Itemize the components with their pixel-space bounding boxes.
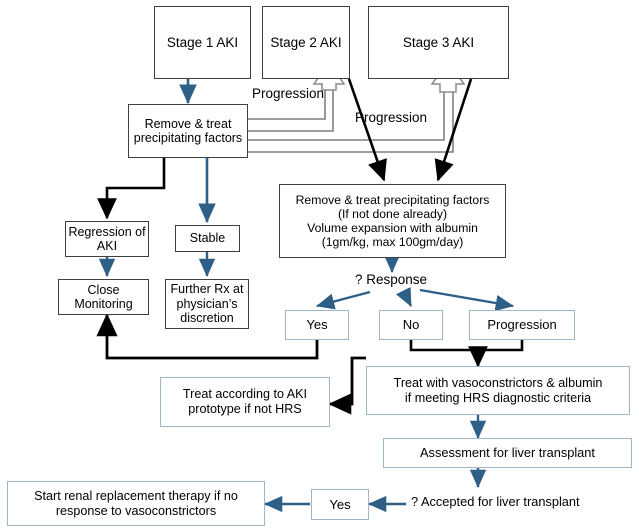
node-stage-2-aki[interactable]: Stage 2 AKI [262,6,350,79]
node-response-no-label: No [402,317,420,333]
node-response-yes-label: Yes [306,317,328,333]
node-remove-treat-full-line-3: Volume expansion with albumin [307,221,478,235]
node-close-monitoring-label: Close Monitoring [74,282,133,312]
node-response-progression[interactable]: Progression [469,310,575,340]
node-transplant-yes-label: Yes [329,496,351,512]
node-treat-vaso-line-1: Treat with vasoconstrictors & albumin [393,375,603,390]
node-transplant-yes[interactable]: Yes [311,489,369,520]
edge-stage3-to-albumin-box [434,78,473,182]
node-aki-prototype-line-2: prototype if not HRS [188,402,302,416]
edge-label-progression-2: Progression [355,110,428,125]
node-remove-treat-precipitating-factors[interactable]: Remove & treat precipitating factors [128,104,248,158]
node-aki-prototype-line-1: Treat according to AKI [182,387,308,402]
edge-stage2-to-albumin-box [347,78,387,182]
node-regression-of-aki-label: Regression of AKI [68,224,146,254]
edge-remove-treat-to-stage3-progression [247,86,454,153]
edge-remove-treat-to-stage2-progression [247,86,334,132]
node-stage-1-aki[interactable]: Stage 1 AKI [154,6,251,79]
node-response-progression-label: Progression [487,317,557,333]
node-treat-vaso-line-2: if meeting HRS diagnostic criteria [404,390,592,405]
node-rrt-line-2: response to vasoconstrictors [55,503,217,518]
node-stage-3-aki-label: Stage 3 AKI [402,34,475,50]
node-further-rx[interactable]: Further Rx at physician’s discretion [165,279,249,329]
node-close-monitoring[interactable]: Close Monitoring [58,279,149,315]
node-remove-treat-label: Remove & treat precipitating factors [133,116,243,146]
edge-vaso-to-aki-prototype [328,356,366,415]
node-stage-2-aki-label: Stage 2 AKI [270,34,342,50]
node-stable[interactable]: Stable [175,225,240,252]
node-response-yes[interactable]: Yes [285,310,349,340]
node-stable-label: Stable [189,231,226,246]
node-regression-of-aki[interactable]: Regression of AKI [65,221,149,257]
edge-yes-to-close-monitoring [96,313,319,360]
edge-response-to-progression [419,288,514,312]
node-remove-treat-volume-expansion[interactable]: Remove & treat precipitating factors (If… [279,184,506,258]
node-assessment-label: Assessment for liver transplant [420,444,595,460]
edge-response-to-yes [316,290,371,310]
edge-no-progression-to-vasoconstrictors [409,340,524,368]
node-response-no[interactable]: No [379,310,443,340]
node-further-rx-label: Further Rx at physician’s discretion [170,282,244,326]
edge-remove-treat-to-regression [97,158,166,220]
node-stage-3-aki[interactable]: Stage 3 AKI [368,6,509,79]
node-remove-treat-full-line-4: (1gm/kg, max 100gm/day) [321,235,464,250]
node-stage-1-aki-label: Stage 1 AKI [166,34,239,50]
node-response-question: ? Response [355,272,428,287]
edge-label-progression-1: Progression [252,86,325,101]
edge-response-to-no [395,286,413,307]
node-treat-according-to-aki-prototype[interactable]: Treat according to AKI prototype if not … [160,377,330,427]
node-accepted-for-liver-transplant-question: ? Accepted for liver transplant [411,494,580,509]
node-rrt-line-1: Start renal replacement therapy if no [34,488,238,503]
node-start-renal-replacement-therapy[interactable]: Start renal replacement therapy if no re… [7,481,265,526]
node-assessment-for-liver-transplant[interactable]: Assessment for liver transplant [383,438,632,468]
node-remove-treat-full-line-2: (If not done already) [337,206,448,221]
node-remove-treat-full-line-1: Remove & treat precipitating factors [295,192,490,207]
node-treat-with-vasoconstrictors[interactable]: Treat with vasoconstrictors & albumin if… [366,366,630,415]
